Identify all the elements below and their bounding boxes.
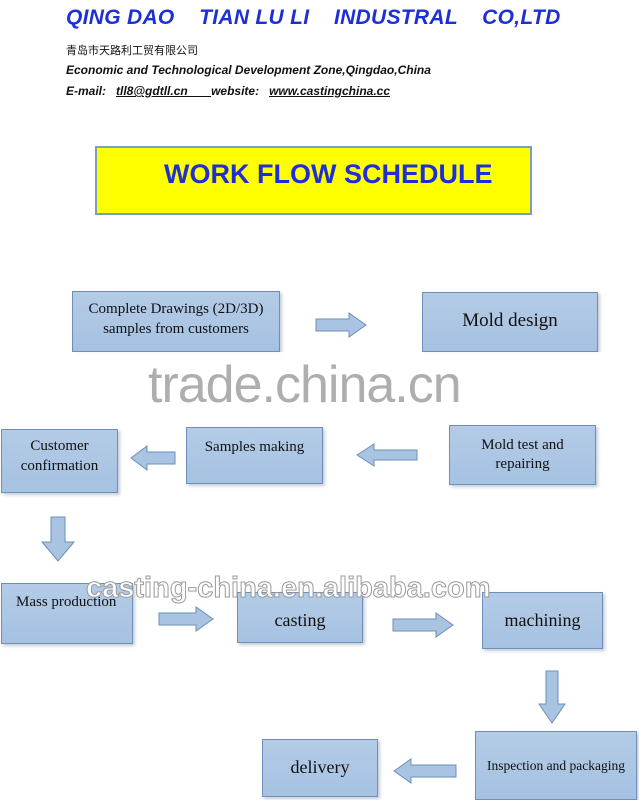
step-delivery-label: delivery <box>290 757 350 778</box>
page-title: WORK FLOW SCHEDULE <box>164 159 493 189</box>
arrow-left-icon <box>356 443 418 467</box>
company-address: Economic and Technological Development Z… <box>66 63 431 77</box>
step-machining: machining <box>482 592 603 649</box>
title-banner: WORK FLOW SCHEDULE <box>95 146 532 215</box>
arrow-right-icon <box>158 606 214 632</box>
arrow-down-icon <box>41 516 75 562</box>
arrow-right-icon <box>392 612 454 638</box>
arrow-down-icon <box>538 670 566 724</box>
arrow-left-icon <box>393 758 457 784</box>
step-drawings-line1: Complete Drawings (2D/3D) <box>88 301 264 317</box>
step-casting-label: casting <box>274 610 326 630</box>
step-mold-test-line2: repairing <box>495 456 550 472</box>
watermark-trade-china: trade.china.cn <box>148 356 462 414</box>
website-label: website: <box>211 84 270 98</box>
step-samples-making-label: Samples making <box>204 439 305 455</box>
step-mold-design: Mold design <box>422 292 598 352</box>
step-mold-design-label: Mold design <box>462 310 558 331</box>
step-casting: casting <box>237 592 363 643</box>
watermark-fog <box>70 352 639 382</box>
watermark-casting-china: casting-china.en.alibaba.com <box>86 572 491 605</box>
step-mass-production-label: Mass production <box>16 594 117 610</box>
step-machining-label: machining <box>504 610 581 630</box>
step-mold-test-line1: Mold test and <box>481 436 564 453</box>
step-customer-confirmation: Customer confirmation <box>1 429 118 493</box>
step-samples-making: Samples making <box>186 427 323 484</box>
step-customer-confirmation-line1: Customer <box>30 438 89 454</box>
email-link[interactable]: tll8@gdtll.cn <box>116 84 212 98</box>
step-inspection-label: Inspection and packaging <box>487 757 625 773</box>
step-customer-confirmation-line2: confirmation <box>20 457 99 474</box>
website-link[interactable]: www.castingchina.cc <box>269 84 391 98</box>
company-name: QING DAO TIAN LU LI INDUSTRAL CO,LTD <box>66 6 561 29</box>
arrow-left-icon <box>130 445 176 471</box>
step-drawings-line2: samples from customers <box>103 320 249 337</box>
step-mass-production: Mass production <box>1 583 133 644</box>
step-mold-test: Mold test and repairing <box>449 425 596 485</box>
email-label: E-mail: <box>66 84 117 98</box>
step-delivery: delivery <box>262 739 378 797</box>
contact-line: E-mail: tll8@gdtll.cn website: www.casti… <box>66 84 390 98</box>
step-drawings: Complete Drawings (2D/3D) samples from c… <box>72 291 280 352</box>
company-chinese-name: 青岛市天路利工贸有限公司 <box>66 44 198 57</box>
step-inspection: Inspection and packaging <box>475 731 637 800</box>
arrow-right-icon <box>315 312 367 338</box>
